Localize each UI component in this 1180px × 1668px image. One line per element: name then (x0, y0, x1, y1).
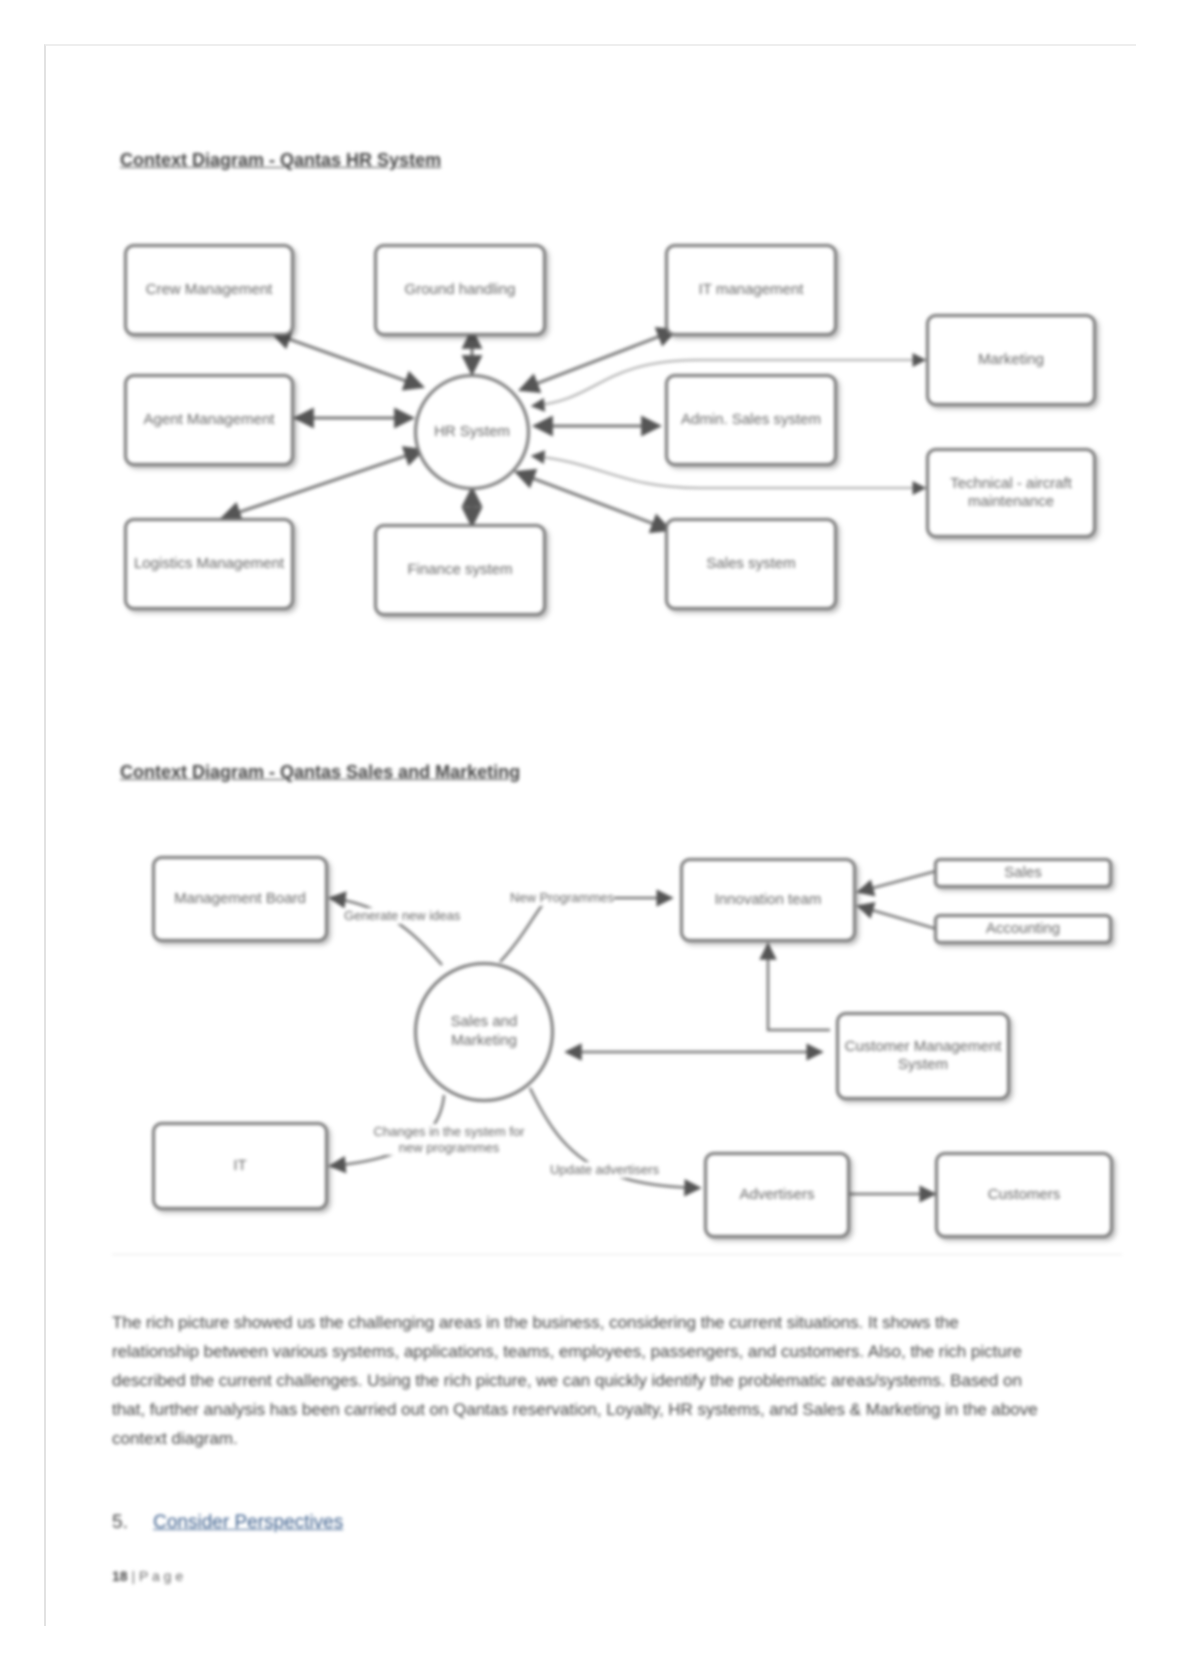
edge-label-generate: Generate new ideas (344, 908, 461, 924)
page-frame (44, 44, 1136, 1626)
page-number: 18 (112, 1568, 128, 1584)
sales-marketing-circle: Sales and Marketing (414, 962, 554, 1102)
node-agent-management: Agent Management (124, 374, 294, 466)
hr-system-circle: HR System (414, 374, 530, 490)
node-accounting: Accounting (934, 914, 1112, 944)
node-admin-sales-system: Admin. Sales system (665, 374, 837, 466)
node-management-board: Management Board (152, 856, 328, 942)
node-customer-management-system: Customer Management System (836, 1012, 1010, 1100)
node-advertisers: Advertisers (704, 1152, 850, 1238)
node-customers: Customers (935, 1152, 1113, 1238)
node-it: IT (152, 1122, 328, 1210)
node-sales-system: Sales system (665, 518, 837, 610)
node-sales: Sales (934, 858, 1112, 888)
page-suffix: | P a g e (131, 1568, 184, 1584)
node-logistics-management: Logistics Management (124, 518, 294, 610)
diagram1-heading: Context Diagram - Qantas HR System (120, 150, 442, 170)
edge-label-changes: Changes in the system for new programmes (364, 1124, 534, 1156)
node-crew-management: Crew Management (124, 244, 294, 336)
node-it-management: IT management (665, 244, 837, 336)
node-ground-handling: Ground handling (374, 244, 546, 336)
section-number: 5. (112, 1512, 128, 1533)
next-section-heading[interactable]: 5. Consider Perspectives (112, 1512, 343, 1534)
node-marketing: Marketing (926, 314, 1096, 406)
page-footer: 18 | P a g e (112, 1568, 183, 1584)
node-technical-maintenance: Technical - aircraft maintenance (926, 448, 1096, 538)
node-innovation-team: Innovation team (680, 858, 856, 942)
section-title-link[interactable]: Consider Perspectives (153, 1512, 344, 1533)
edge-label-update-advertisers: Update advertisers (550, 1162, 660, 1178)
divider (112, 1254, 1122, 1255)
body-paragraph: The rich picture showed us the challengi… (112, 1313, 1038, 1448)
node-finance-system: Finance system (374, 524, 546, 616)
edge-label-new-programmes: New Programmes (510, 890, 615, 906)
diagram2-heading: Context Diagram - Qantas Sales and Marke… (120, 762, 521, 782)
